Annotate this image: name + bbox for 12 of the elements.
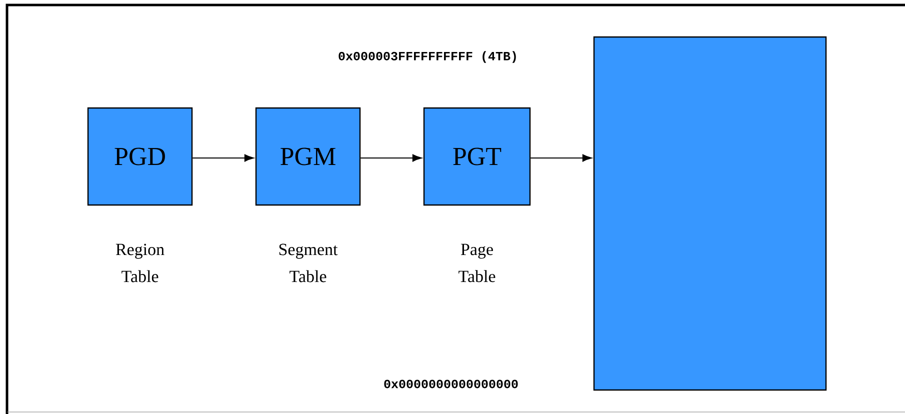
arrow <box>360 154 422 162</box>
table-caption: Page Table <box>458 244 496 282</box>
table-box: PGT <box>423 107 531 206</box>
table-caption: Segment Table <box>279 244 338 282</box>
table-box: PGD <box>87 107 193 206</box>
arrow <box>192 154 254 162</box>
table-box: PGM <box>255 107 361 206</box>
table-caption: Region Table <box>116 244 164 282</box>
address-label: 0x0000000000000000 <box>384 380 518 388</box>
arrow <box>530 154 592 162</box>
memory-block <box>593 36 827 391</box>
address-label: 0x000003FFFFFFFFFF (4TB) <box>338 51 516 63</box>
